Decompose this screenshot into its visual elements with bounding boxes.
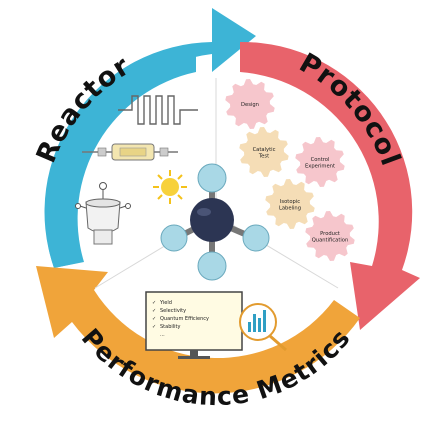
check-icon: ✓ (152, 300, 156, 306)
metric-item: Selectivity (160, 308, 186, 314)
metric-item: Stability (160, 324, 181, 330)
protocol-step-label: Isotopic (280, 199, 300, 205)
protocol-step-label: Catalytic (253, 147, 276, 153)
protocol-step-label: Test (258, 153, 269, 159)
metric-item: Quantum Efficiency (160, 316, 209, 322)
reactor-arc (44, 8, 256, 268)
protocol-step-label: Experiment (305, 163, 335, 169)
metrics-list: Yield✓Selectivity✓Quantum Efficiency✓Sta… (152, 300, 209, 338)
protocol-step-label: Labeling (279, 205, 301, 211)
gear-icon (305, 211, 355, 261)
batch-reactor-icon (75, 182, 131, 245)
gear-icon (225, 79, 275, 129)
metric-item: Yield (159, 300, 172, 306)
protocol-step-label: Product (320, 231, 340, 237)
protocol-arc (240, 41, 420, 331)
tubular-reactor-icon (82, 143, 178, 161)
gear-icon (239, 127, 289, 177)
flow-coil-reactor-icon (118, 95, 198, 125)
protocol-steps: DesignCatalyticTestControlExperimentIsot… (225, 79, 355, 261)
check-icon: ✓ (152, 324, 156, 330)
sun-icon (153, 170, 187, 204)
molecule-icon (160, 163, 270, 281)
gear-icon (295, 137, 345, 187)
protocol-step-gear: Design (225, 79, 275, 129)
check-icon: ✓ (152, 316, 156, 322)
gear-icon (265, 179, 315, 229)
protocol-step-label: Design (241, 102, 259, 108)
monitor-icon: Yield✓Selectivity✓Quantum Efficiency✓Sta… (145, 291, 243, 359)
protocol-step-label: Control (311, 157, 330, 163)
check-icon: ✓ (152, 308, 156, 314)
magnifier-chart-icon (239, 303, 287, 352)
metric-item: ... (160, 332, 165, 338)
protocol-step-label: Quantification (312, 237, 349, 243)
performance-arc (36, 266, 360, 394)
